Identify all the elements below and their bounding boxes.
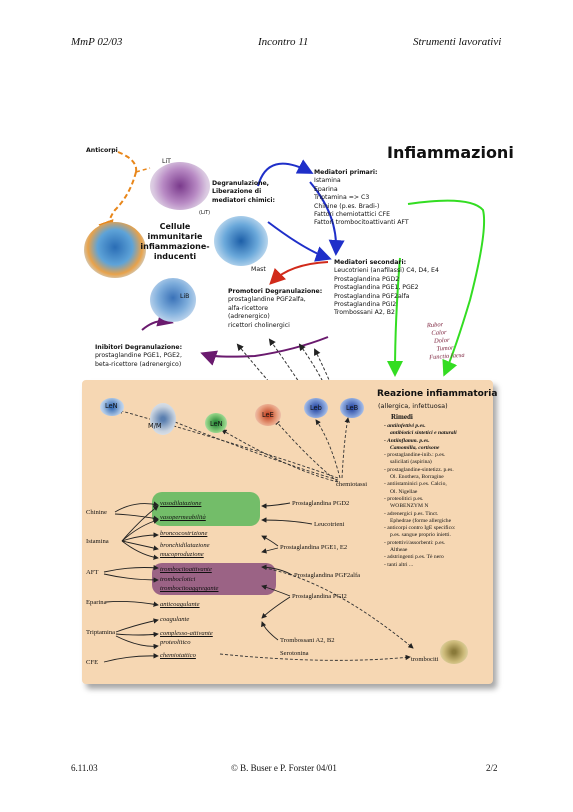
source-eparina: Eparina — [86, 599, 107, 606]
leb-label: Leb — [310, 404, 322, 412]
effect-coagulante: coagulante — [160, 616, 190, 623]
leb-cell-image — [304, 398, 328, 418]
source-chinine: Chinine — [86, 509, 107, 516]
lit-small-label: (LiT) — [199, 210, 211, 216]
leb2-cell-image — [340, 398, 364, 418]
effect-complesso-attivante: complesso-attivante — [160, 630, 213, 637]
reazione-title: Reazione infiammatoria — [377, 389, 498, 399]
source-triptamina: Triptamina — [86, 629, 116, 636]
effect-anticoagulante: anticoagulante — [160, 601, 200, 608]
mediator-pgi2: Prostaglandina PGI2 — [292, 593, 347, 600]
mast-label: Mast — [251, 266, 266, 273]
mediator-trombociti: trombociti — [411, 656, 439, 663]
len-cell-image — [100, 398, 124, 416]
lib-label: LiB — [180, 293, 190, 300]
header-course: MmP 02/03 — [71, 36, 123, 48]
reazione-panel — [82, 380, 493, 684]
header-section: Strumenti lavorativi — [413, 36, 502, 48]
effect-bronchidilatazione: bronchidilatazione — [160, 542, 210, 549]
lit-label: LiT — [162, 158, 171, 165]
rimedi-heading: Rimedi — [391, 413, 413, 421]
lymphocyte-t-image — [150, 162, 210, 210]
effect-chemiotattico: chemiotattico — [160, 652, 196, 659]
cell-image-left — [84, 222, 146, 278]
effect-tromboclotici: tromboclotici — [160, 576, 196, 583]
rimedi-list: - antiinfettivi p.es. antibiotici sintet… — [384, 423, 457, 568]
mast-cell-image — [214, 216, 268, 266]
source-cfe: CFE — [86, 659, 99, 666]
mm-label: M/M — [148, 422, 162, 430]
source-aft: AFT — [86, 569, 99, 576]
mediatori-primari: Mediatori primari: Istamina Eparina Trip… — [314, 169, 409, 227]
promotori-degranulazione: Promotori Degranulazione: prostaglandine… — [228, 288, 323, 329]
mediator-serotonina: Serotonina — [280, 650, 309, 657]
len-label: LeN — [105, 402, 118, 410]
len-green-cell-image — [205, 413, 227, 433]
effect-trombocitoattivante: trombocitoattivante — [160, 566, 212, 573]
header-session: Incontro 11 — [258, 36, 309, 48]
anticorpi-label: Anticorpi — [86, 147, 118, 154]
mediator-trombossani: Trombossani A2, B2 — [280, 637, 335, 644]
macrophage-image — [150, 403, 176, 435]
page-title: Infiammazioni — [387, 143, 514, 162]
effect-trombocitoaggregante: trombocitoaggregante — [160, 585, 219, 592]
mediator-pgd2: Prostaglandina PGD2 — [292, 500, 350, 507]
effect-vasopermeabilita: vasopermeabilità — [160, 514, 206, 521]
effect-proteolitico: proteolitico — [160, 639, 191, 646]
mediator-pgf2alfa: Prostaglandina PGF2alfa — [294, 572, 361, 579]
mediator-chemiotassi: chemiotassi — [336, 481, 368, 488]
mediator-leucotrieni: Leucotrieni — [314, 521, 345, 528]
reazione-subtitle: (allergica, infettuosa) — [378, 402, 448, 410]
effect-vasodilatazione: vasodilatazione — [160, 500, 202, 507]
footer-date: 6.11.03 — [71, 763, 98, 773]
lymphocyte-b-image — [150, 278, 196, 322]
mediatori-secondari: Mediatori secondari: Leucotrieni (anafil… — [334, 259, 439, 317]
effect-mucoproduzione: mucoproduzione — [160, 551, 204, 558]
len2-label: LeN — [210, 420, 223, 428]
footer-page: 2/2 — [486, 763, 498, 773]
inibitori-degranulazione: Inibitori Degranulazione: prostaglandine… — [95, 344, 183, 368]
source-istamina: Istamina — [86, 538, 109, 545]
mediator-pge: Prostaglandina PGE1, E2 — [280, 544, 348, 551]
leb2-label: LeB — [346, 404, 359, 412]
trombociti-image — [440, 640, 468, 664]
lee-label: LeE — [262, 411, 274, 419]
footer-copyright: © B. Buser e P. Forster 04/01 — [231, 763, 337, 773]
lee-cell-image — [255, 404, 281, 426]
effect-broncocostrizione: broncocostrizione — [160, 530, 208, 537]
